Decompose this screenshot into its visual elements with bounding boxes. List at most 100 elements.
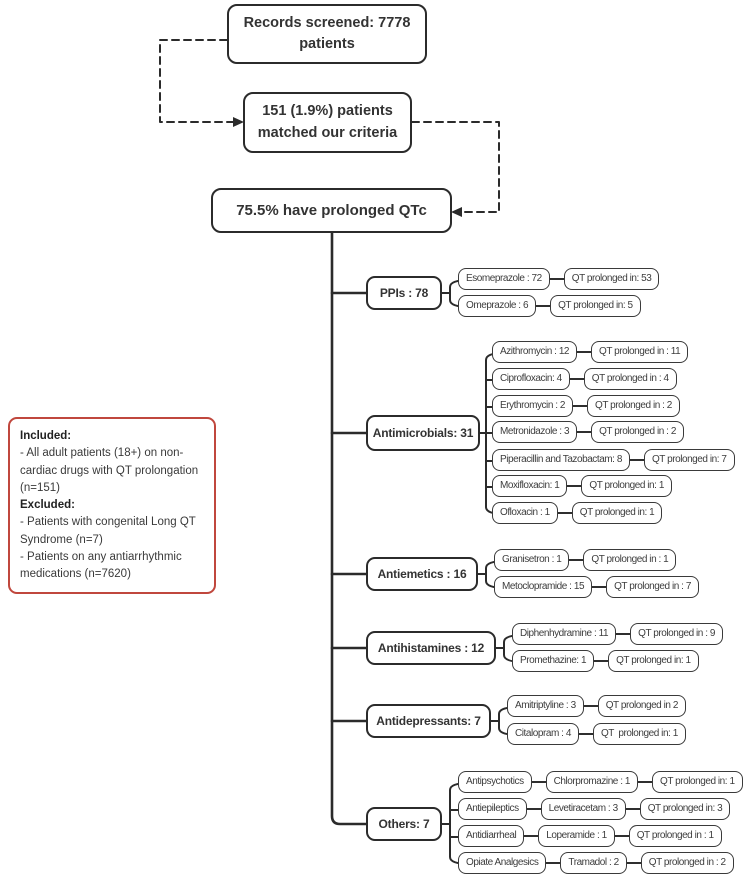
row-connector-line: [531, 781, 546, 783]
arrowhead-right-icon: [233, 117, 244, 127]
row-connector-line: [616, 633, 631, 635]
drug-row: Promethazine: 1 QT prolonged in: 1: [512, 650, 699, 672]
drug-row: Piperacillin and Tazobactam: 8 QT prolon…: [492, 449, 735, 471]
drug-box: Moxifloxacin: 1: [492, 475, 568, 497]
drug-row: Ofloxacin : 1 QT prolonged in: 1: [492, 502, 663, 524]
row-connector-line: [569, 378, 584, 380]
row-connector-line: [577, 351, 592, 353]
drug-box: Tramadol : 2: [560, 852, 627, 874]
drug-row: Moxifloxacin: 1 QT prolonged in: 1: [492, 475, 672, 497]
row-connector-line: [578, 733, 593, 735]
qt-box: QT prolonged in: 3: [639, 798, 731, 820]
category-label: PPIs : 78: [379, 286, 429, 300]
drug-box: Citalopram : 4: [507, 723, 579, 745]
matched-criteria-box: 151 (1.9%) patients matched our criteria: [243, 92, 412, 153]
qt-box: QT prolonged in: 1: [592, 723, 686, 745]
drug-row: Omeprazole : 6 QT prolonged in: 5: [458, 295, 641, 317]
drug-row: Opiate Analgesics Tramadol : 2 QT prolon…: [458, 852, 734, 874]
prolonged-qtc-box: 75.5% have prolonged QTc: [211, 188, 452, 233]
category-label: Antidepressants: 7: [376, 714, 481, 728]
excluded-label: Excluded:: [20, 499, 75, 511]
qt-box: QT prolonged in : 4: [583, 368, 677, 390]
drug-class-box: Antiepileptics: [458, 798, 527, 820]
row-connector-line: [557, 512, 572, 514]
qt-box: QT prolonged in : 2: [587, 395, 680, 417]
drug-box: Diphenhydramine : 11: [512, 623, 617, 645]
row-connector-line: [567, 485, 582, 487]
drug-box: Metoclopramide : 15: [494, 576, 593, 598]
row-connector-line: [629, 459, 644, 461]
row-connector-line: [524, 835, 539, 837]
row-connector-line: [594, 660, 609, 662]
drug-box: Granisetron : 1: [494, 549, 570, 571]
qt-box: QT prolonged in: 1: [571, 502, 663, 524]
qt-box: QT prolonged in: 7: [643, 449, 735, 471]
category-box-ppis: PPIs : 78: [366, 276, 442, 310]
drug-row: Antidiarrheal Loperamide : 1 QT prolonge…: [458, 825, 722, 847]
row-connector-line: [638, 781, 653, 783]
dashed-connector-records-to-matched: [159, 39, 235, 123]
drug-row: Diphenhydramine : 11 QT prolonged in : 9: [512, 623, 723, 645]
drug-box: Esomeprazole : 72: [458, 268, 550, 290]
drug-row: Antipsychotics Chlorpromazine : 1 QT pro…: [458, 771, 743, 793]
drug-box: Chlorpromazine : 1: [545, 771, 639, 793]
row-connector-line: [614, 835, 629, 837]
drug-box: Omeprazole : 6: [458, 295, 537, 317]
category-box-antidepressants: Antidepressants: 7: [366, 704, 491, 738]
drug-row: Esomeprazole : 72 QT prolonged in: 53: [458, 268, 660, 290]
drug-box: Levetiracetam : 3: [540, 798, 626, 820]
row-connector-line: [549, 278, 564, 280]
row-connector-line: [626, 862, 641, 864]
drug-box: Metronidazole : 3: [492, 421, 578, 443]
drug-row: Erythromycin : 2 QT prolonged in : 2: [492, 395, 680, 417]
qt-box: QT prolonged in: 5: [550, 295, 641, 317]
matched-criteria-text: 151 (1.9%) patients matched our criteria: [257, 103, 398, 141]
row-connector-line: [625, 808, 640, 810]
drug-box: Ciprofloxacin: 4: [492, 368, 570, 390]
drug-box: Azithromycin : 12: [492, 341, 578, 363]
prolonged-qtc-text: 75.5% have prolonged QTc: [236, 201, 427, 219]
qt-box: QT prolonged in : 1: [628, 825, 722, 847]
category-label: Antihistamines : 12: [377, 641, 485, 655]
qt-box: QT prolonged in 2: [597, 695, 686, 717]
row-connector-line: [569, 559, 584, 561]
category-box-antiemetics: Antiemetics : 16: [366, 557, 478, 591]
qt-box: QT prolonged in: 53: [563, 268, 660, 290]
drug-box: Ofloxacin : 1: [492, 502, 558, 524]
qt-box: QT prolonged in : 1: [583, 549, 677, 571]
drug-row: Citalopram : 4 QT prolonged in: 1: [507, 723, 686, 745]
category-box-antihistamines: Antihistamines : 12: [366, 631, 496, 665]
excluded-item: - Patients with congenital Long QT Syndr…: [20, 516, 196, 546]
drug-box: Amitriptyline : 3: [507, 695, 584, 717]
drug-class-box: Antidiarrheal: [458, 825, 525, 847]
category-label: Others: 7: [378, 817, 430, 831]
category-label: Antimicrobials: 31: [372, 426, 474, 440]
row-connector-line: [577, 431, 592, 433]
drug-box: Promethazine: 1: [512, 650, 595, 672]
qt-box: QT prolonged in : 11: [591, 341, 689, 363]
drug-row: Metronidazole : 3 QT prolonged in : 2: [492, 421, 684, 443]
tree-spine: [330, 231, 404, 826]
drug-row: Metoclopramide : 15 QT prolonged in : 7: [494, 576, 699, 598]
drug-row: Granisetron : 1 QT prolonged in : 1: [494, 549, 677, 571]
records-screened-box: Records screened: 7778 patients: [227, 4, 427, 64]
qt-box: QT prolonged in : 2: [591, 421, 684, 443]
qt-box: QT prolonged in: 1: [652, 771, 743, 793]
drug-row: Amitriptyline : 3 QT prolonged in 2: [507, 695, 686, 717]
drug-class-box: Antipsychotics: [458, 771, 532, 793]
records-screened-text: Records screened: 7778 patients: [243, 14, 411, 52]
qt-box: QT prolonged in: 1: [608, 650, 699, 672]
drug-row: Azithromycin : 12 QT prolonged in : 11: [492, 341, 689, 363]
drug-box: Erythromycin : 2: [492, 395, 574, 417]
row-connector-line: [526, 808, 541, 810]
row-connector-line: [583, 705, 598, 707]
row-connector-line: [546, 862, 561, 864]
qt-box: QT prolonged in : 2: [640, 852, 734, 874]
dashed-connector-matched-to-qtc: [411, 121, 500, 213]
qt-box: QT prolonged in : 7: [606, 576, 699, 598]
drug-row: Antiepileptics Levetiracetam : 3 QT prol…: [458, 798, 731, 820]
qt-box: QT prolonged in: 1: [581, 475, 672, 497]
included-item: - All adult patients (18+) on non-cardia…: [20, 447, 199, 494]
category-box-antimicrobials: Antimicrobials: 31: [366, 415, 480, 451]
